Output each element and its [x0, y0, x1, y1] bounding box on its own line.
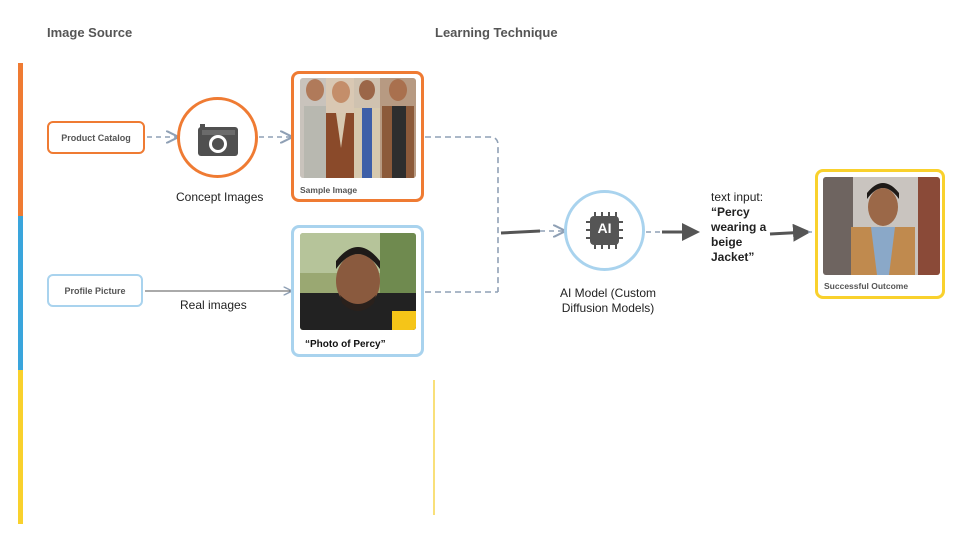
successful-outcome-card: Successful Outcome [815, 169, 945, 299]
heading-image-source: Image Source [47, 25, 133, 40]
ai-model-label: AI Model (Custom Diffusion Models) [559, 286, 657, 315]
sample-image-photo [300, 78, 416, 178]
stripe-blue [18, 216, 23, 370]
stripe-yellow [18, 370, 23, 524]
real-images-label: Real images [180, 298, 247, 312]
concept-images-label: Concept Images [176, 190, 264, 204]
heading-learning-technique: Learning Technique [435, 25, 558, 40]
profile-picture-label: Profile Picture [64, 285, 126, 296]
photo-of-percy-caption: “Photo of Percy” [305, 339, 386, 350]
text-input-value: “Percy wearing a beige Jacket” [711, 205, 767, 264]
percy-photo [300, 233, 416, 330]
text-input-label: text input: [711, 190, 764, 204]
successful-outcome-caption: Successful Outcome [824, 281, 909, 291]
photo-of-percy-card: “Photo of Percy” [291, 225, 424, 357]
camera-icon [198, 124, 238, 156]
product-catalog-box: Product Catalog [47, 121, 145, 154]
stripe-orange [18, 63, 23, 216]
ai-chip-text: AI [597, 220, 612, 236]
outcome-photo [823, 177, 940, 275]
connector-sample-ai [425, 136, 499, 292]
connector-merge-ai-solid [500, 229, 541, 235]
profile-picture-box: Profile Picture [47, 274, 143, 307]
sample-image-card: Sample Image [291, 71, 424, 202]
product-catalog-label: Product Catalog [61, 132, 131, 143]
ai-model-circle: AI [564, 190, 645, 271]
arrow-text-outcome [769, 223, 811, 242]
chip-icon [586, 212, 623, 249]
divider-line [433, 380, 435, 515]
sample-image-caption: Sample Image [300, 185, 358, 195]
camera-circle [177, 97, 258, 178]
